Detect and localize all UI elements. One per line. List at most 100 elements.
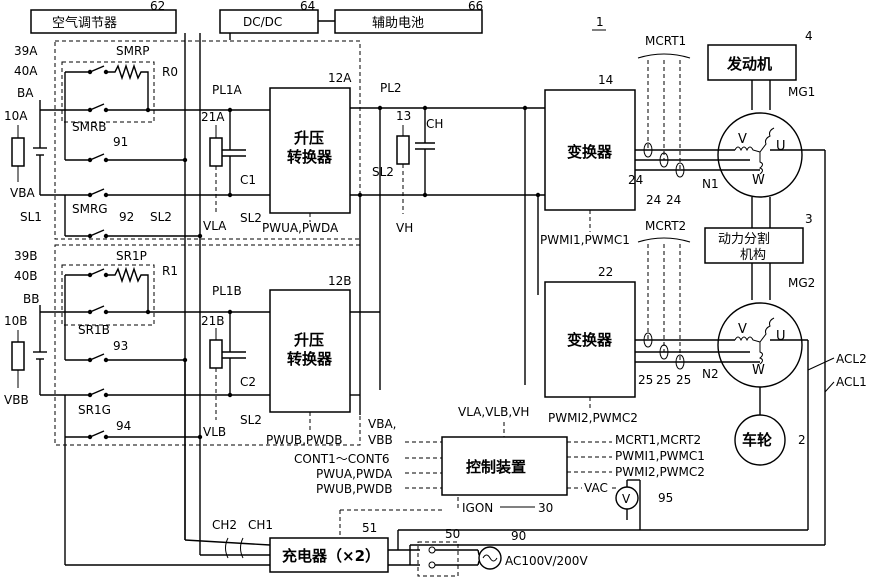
line-sl2-a2: SL2 xyxy=(240,211,262,225)
controller-igon: IGON xyxy=(462,501,493,515)
cap-c1: C1 xyxy=(240,173,256,187)
aircon-label: 空气调节器 xyxy=(52,15,117,31)
line-pl2: PL2 xyxy=(380,81,402,95)
inverter-1-label: 变换器 xyxy=(567,143,613,161)
sensor-10a: 10A xyxy=(4,109,28,123)
relay-smrb: SMRB xyxy=(72,120,107,134)
aux-battery-block: 辅助电池 66 xyxy=(334,0,483,34)
mg1-w: W xyxy=(752,173,765,188)
converter-b-line1: 升压 xyxy=(294,331,324,349)
controller: 控制装置 30 VLA,VLB,VH VBA, VBB CONT1～CONT6 … xyxy=(294,405,705,538)
mg2-n2: N2 xyxy=(702,367,719,381)
mg1-v: V xyxy=(738,132,747,147)
controller-out-left-2: PWUB,PWDB xyxy=(316,482,393,496)
aircon-ref: 62 xyxy=(150,0,165,13)
controller-in-top: VLA,VLB,VH xyxy=(458,405,529,419)
charger-ch2: CH2 xyxy=(212,518,237,532)
dcdc-block: DC/DC 64 xyxy=(219,0,319,34)
cs-24a: 24 xyxy=(628,173,643,187)
battery-ba-label: BA xyxy=(17,86,34,100)
controller-ref: 30 xyxy=(538,501,553,515)
battery-bb-label: BB xyxy=(23,292,39,306)
inverter-1-pwm: PWMI1,PWMC1 xyxy=(540,233,630,247)
mg1-u: U xyxy=(776,139,786,154)
controller-out-right-1: PWMI2,PWMC2 xyxy=(615,465,705,479)
volt-vlb: VLB xyxy=(203,425,226,439)
cap-ch: CH xyxy=(426,117,443,131)
group-a: 39A 40A BA 10A SMRP R0 SMRB 91 SMRG 92 V… xyxy=(4,40,361,240)
mg2-u: U xyxy=(776,329,786,344)
acl1-label: ACL1 xyxy=(836,375,867,389)
controller-in-left2: VBB xyxy=(368,433,393,447)
converter-a-line1: 升压 xyxy=(294,129,324,147)
relay-94: 94 xyxy=(116,419,131,433)
frame-39a: 39A xyxy=(14,44,38,58)
ac-label: AC100V/200V xyxy=(505,554,588,568)
ac-ref: 90 xyxy=(511,529,526,543)
sensor-21a: 21A xyxy=(201,110,225,124)
controller-vac: VAC xyxy=(584,481,608,495)
volt-vh: VH xyxy=(396,221,413,235)
mcrt2-label: MCRT2 xyxy=(645,219,686,233)
mg2-w: W xyxy=(752,363,765,378)
controller-out-left-1: PWUA,PWDA xyxy=(316,467,393,481)
converter-b-ref: 12B xyxy=(328,274,352,288)
drivetrain: 发动机 4 MG1 V U W N1 动力分割 机构 3 MG2 V U W N… xyxy=(702,29,867,545)
engine-label: 发动机 xyxy=(726,55,772,73)
line-sl1: SL1 xyxy=(20,210,42,224)
inverter-2-ref: 22 xyxy=(598,265,613,279)
converter-a-line2: 转换器 xyxy=(287,148,333,166)
controller-label: 控制装置 xyxy=(466,458,526,476)
controller-out-left-0: CONT1～CONT6 xyxy=(294,452,390,466)
resistor-r0: R0 xyxy=(162,65,178,79)
sensor-10b: 10B xyxy=(4,314,28,328)
line-pl1a: PL1A xyxy=(212,83,243,97)
inverter-1-ref: 14 xyxy=(598,73,613,87)
plug-and-ac: 50 90 AC100V/200V xyxy=(417,527,588,577)
mg1-label: MG1 xyxy=(788,85,815,99)
mg2-v: V xyxy=(738,322,747,337)
inverter-2: 变换器 22 PWMI2,PWMC2 MCRT2 25 25 25 xyxy=(544,219,760,425)
converter-b-line2: 转换器 xyxy=(287,350,333,368)
frame-40a: 40A xyxy=(14,64,38,78)
line-pl1b: PL1B xyxy=(212,284,242,298)
cs-25b: 25 xyxy=(656,373,671,387)
charger-label: 充电器（×2） xyxy=(282,547,380,565)
voltmeter-ref: 95 xyxy=(658,491,673,505)
aux-battery-ref: 66 xyxy=(468,0,483,13)
volt-vla: VLA xyxy=(203,219,227,233)
pwm-a: PWUA,PWDA xyxy=(262,221,339,235)
resistor-r1: R1 xyxy=(162,264,178,278)
frame-39b: 39B xyxy=(14,249,38,263)
relay-92: 92 xyxy=(119,210,134,224)
charger-ch1: CH1 xyxy=(248,518,273,532)
inverter-2-pwm: PWMI2,PWMC2 xyxy=(548,411,638,425)
diagram-ref: 1 xyxy=(596,15,604,29)
cs-24b: 24 xyxy=(646,193,661,207)
cs-25a: 25 xyxy=(638,373,653,387)
line-sl2-b: SL2 xyxy=(240,413,262,427)
relay-sr1g: SR1G xyxy=(78,403,111,417)
dcdc-label: DC/DC xyxy=(243,15,282,29)
wheel-label: 车轮 xyxy=(742,431,772,449)
cap-c2: C2 xyxy=(240,375,256,389)
plug-ref: 50 xyxy=(445,527,460,541)
split-line2: 机构 xyxy=(740,248,766,263)
converter-a-ref: 12A xyxy=(328,71,352,85)
volt-vba: VBA xyxy=(10,186,35,200)
sensor-13: 13 xyxy=(396,109,411,123)
engine-ref: 4 xyxy=(805,29,813,43)
relay-91: 91 xyxy=(113,135,128,149)
sensor-21b: 21B xyxy=(201,314,225,328)
split-line1: 动力分割 xyxy=(718,231,770,247)
inverter-1: 变换器 14 PWMI1,PWMC1 MCRT1 24 24 24 xyxy=(540,34,760,247)
controller-out-right-0: PWMI1,PWMC1 xyxy=(615,449,705,463)
group-b: 39B 40B BB 10B SR1P R1 SR1B 93 SR1G 94 V… xyxy=(4,244,380,447)
pwm-b: PWUB,PWDB xyxy=(266,433,343,447)
relay-sr1p: SR1P xyxy=(116,249,147,263)
split-ref: 3 xyxy=(805,212,813,226)
cs-25c: 25 xyxy=(676,373,691,387)
volt-vbb: VBB xyxy=(4,393,29,407)
dcdc-ref: 64 xyxy=(300,0,315,13)
mcrt1-label: MCRT1 xyxy=(645,34,686,48)
